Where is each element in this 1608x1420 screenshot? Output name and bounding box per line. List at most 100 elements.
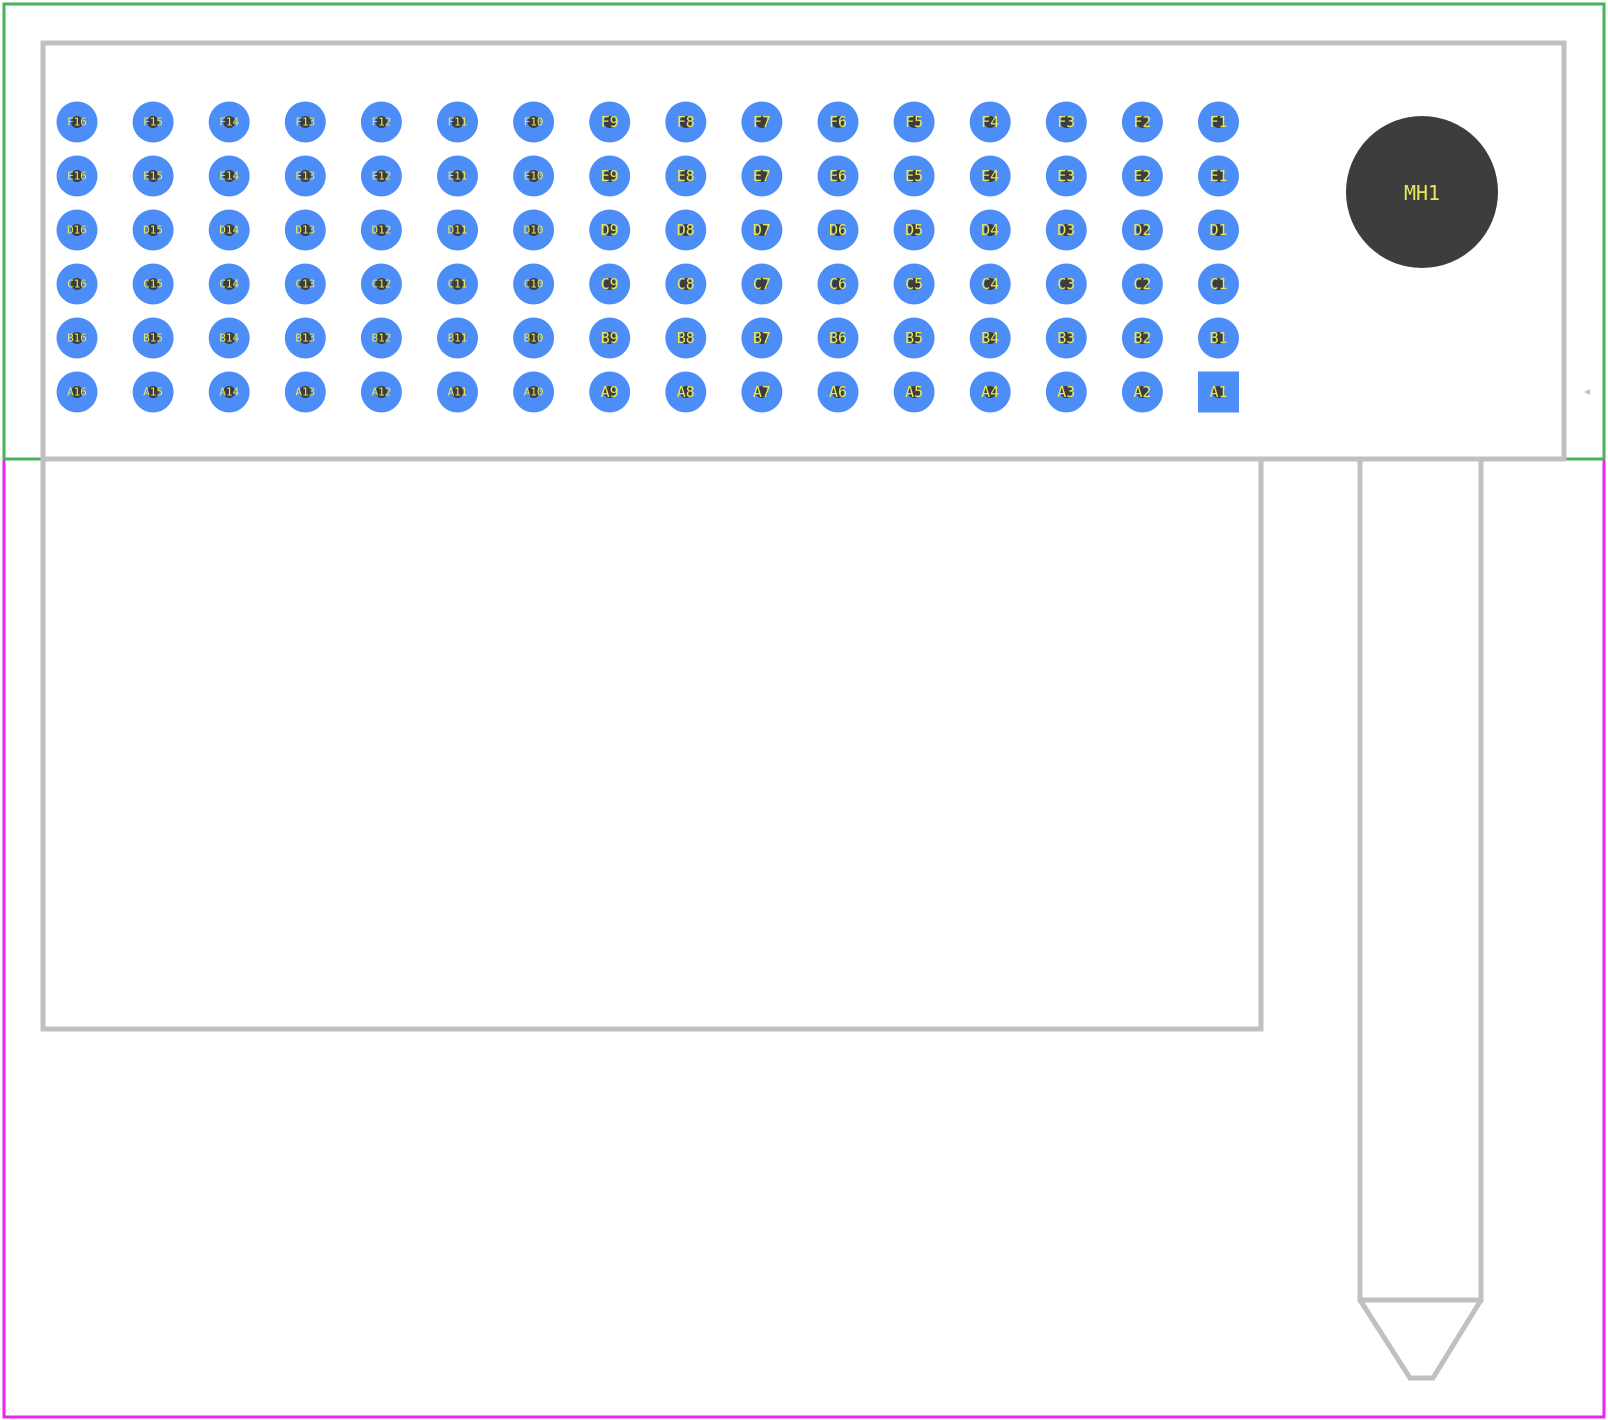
pad-b14[interactable]: B14 — [208, 317, 250, 359]
pad-b1[interactable]: B1 — [1198, 317, 1239, 359]
pad-d11[interactable]: D11 — [437, 209, 478, 251]
pad-c14[interactable]: C14 — [208, 263, 250, 305]
pad-a3[interactable]: A3 — [1045, 371, 1087, 413]
pad-a16[interactable]: A16 — [56, 371, 98, 413]
pad-e14[interactable]: E14 — [208, 155, 250, 197]
pad-c13[interactable]: C13 — [284, 263, 326, 305]
pad-b13[interactable]: B13 — [284, 317, 326, 359]
pad-c12[interactable]: C12 — [360, 263, 402, 305]
pad-c16[interactable]: C16 — [56, 263, 98, 305]
pad-f2[interactable]: F2 — [1121, 101, 1163, 143]
pad-f11[interactable]: F11 — [437, 101, 478, 143]
pad-d9[interactable]: D9 — [589, 209, 631, 251]
pad-a1[interactable]: A1 — [1198, 371, 1239, 413]
pad-b6[interactable]: B6 — [817, 317, 859, 359]
pad-e8[interactable]: E8 — [665, 155, 707, 197]
pad-a7[interactable]: A7 — [741, 371, 783, 413]
pad-c7[interactable]: C7 — [741, 263, 783, 305]
pad-c4[interactable]: C4 — [969, 263, 1011, 305]
pad-e13[interactable]: E13 — [284, 155, 326, 197]
pad-c8[interactable]: C8 — [665, 263, 707, 305]
pad-d13[interactable]: D13 — [284, 209, 326, 251]
pad-c3[interactable]: C3 — [1045, 263, 1087, 305]
pad-a2[interactable]: A2 — [1121, 371, 1163, 413]
pad-f6[interactable]: F6 — [817, 101, 859, 143]
pad-f7[interactable]: F7 — [741, 101, 783, 143]
pad-f13[interactable]: F13 — [284, 101, 326, 143]
pad-f12[interactable]: F12 — [360, 101, 402, 143]
pad-a15[interactable]: A15 — [132, 371, 174, 413]
pad-d3[interactable]: D3 — [1045, 209, 1087, 251]
pad-a13[interactable]: A13 — [284, 371, 326, 413]
pad-b11[interactable]: B11 — [437, 317, 478, 359]
pad-b10[interactable]: B10 — [513, 317, 555, 359]
pad-c10[interactable]: C10 — [513, 263, 555, 305]
pad-a5[interactable]: A5 — [893, 371, 935, 413]
pad-f5[interactable]: F5 — [893, 101, 935, 143]
pad-e6[interactable]: E6 — [817, 155, 859, 197]
pad-b12[interactable]: B12 — [360, 317, 402, 359]
pad-b3[interactable]: B3 — [1045, 317, 1087, 359]
pad-a10[interactable]: A10 — [513, 371, 555, 413]
pad-a11[interactable]: A11 — [437, 371, 478, 413]
mounting-hole[interactable]: MH1 — [1346, 116, 1498, 268]
pad-d4[interactable]: D4 — [969, 209, 1011, 251]
pad-e15[interactable]: E15 — [132, 155, 174, 197]
pad-b5[interactable]: B5 — [893, 317, 935, 359]
pad-d15[interactable]: D15 — [132, 209, 174, 251]
pad-d7[interactable]: D7 — [741, 209, 783, 251]
pad-c2[interactable]: C2 — [1121, 263, 1163, 305]
pad-e1[interactable]: E1 — [1198, 155, 1239, 197]
pad-a8[interactable]: A8 — [665, 371, 707, 413]
pad-b2[interactable]: B2 — [1121, 317, 1163, 359]
pad-e9[interactable]: E9 — [589, 155, 631, 197]
pad-c11[interactable]: C11 — [437, 263, 478, 305]
pad-e5[interactable]: E5 — [893, 155, 935, 197]
pad-c5[interactable]: C5 — [893, 263, 935, 305]
pad-f9[interactable]: F9 — [589, 101, 631, 143]
pad-d16[interactable]: D16 — [56, 209, 98, 251]
pad-c6[interactable]: C6 — [817, 263, 859, 305]
pad-d12[interactable]: D12 — [360, 209, 402, 251]
pad-f14[interactable]: F14 — [208, 101, 250, 143]
pad-e2[interactable]: E2 — [1121, 155, 1163, 197]
pad-b7[interactable]: B7 — [741, 317, 783, 359]
pad-a12[interactable]: A12 — [360, 371, 402, 413]
pad-d5[interactable]: D5 — [893, 209, 935, 251]
pad-a9[interactable]: A9 — [589, 371, 631, 413]
pad-f3[interactable]: F3 — [1045, 101, 1087, 143]
pad-d6[interactable]: D6 — [817, 209, 859, 251]
pad-f16[interactable]: F16 — [56, 101, 98, 143]
pad-e16[interactable]: E16 — [56, 155, 98, 197]
pad-f10[interactable]: F10 — [513, 101, 555, 143]
pad-e10[interactable]: E10 — [513, 155, 555, 197]
pad-b8[interactable]: B8 — [665, 317, 707, 359]
pad-f15[interactable]: F15 — [132, 101, 174, 143]
pad-c15[interactable]: C15 — [132, 263, 174, 305]
pad-a6[interactable]: A6 — [817, 371, 859, 413]
pad-f1[interactable]: F1 — [1198, 101, 1239, 143]
pad-e11[interactable]: E11 — [437, 155, 478, 197]
pad-e3[interactable]: E3 — [1045, 155, 1087, 197]
pad-f8[interactable]: F8 — [665, 101, 707, 143]
pad-label: D9 — [601, 221, 619, 239]
pad-e12[interactable]: E12 — [360, 155, 402, 197]
pad-e4[interactable]: E4 — [969, 155, 1011, 197]
pad-b9[interactable]: B9 — [589, 317, 631, 359]
pad-b16[interactable]: B16 — [56, 317, 98, 359]
pad-e7[interactable]: E7 — [741, 155, 783, 197]
pad-b15[interactable]: B15 — [132, 317, 174, 359]
pad-a4[interactable]: A4 — [969, 371, 1011, 413]
pad-a14[interactable]: A14 — [208, 371, 250, 413]
pad-b4[interactable]: B4 — [969, 317, 1011, 359]
pad-d2[interactable]: D2 — [1121, 209, 1163, 251]
pad-drill — [375, 116, 388, 128]
pad-c9[interactable]: C9 — [589, 263, 631, 305]
pad-c1[interactable]: C1 — [1198, 263, 1239, 305]
pad-d8[interactable]: D8 — [665, 209, 707, 251]
pad-drill — [1212, 278, 1225, 290]
pad-d10[interactable]: D10 — [513, 209, 555, 251]
pad-d14[interactable]: D14 — [208, 209, 250, 251]
pad-d1[interactable]: D1 — [1198, 209, 1239, 251]
pad-f4[interactable]: F4 — [969, 101, 1011, 143]
